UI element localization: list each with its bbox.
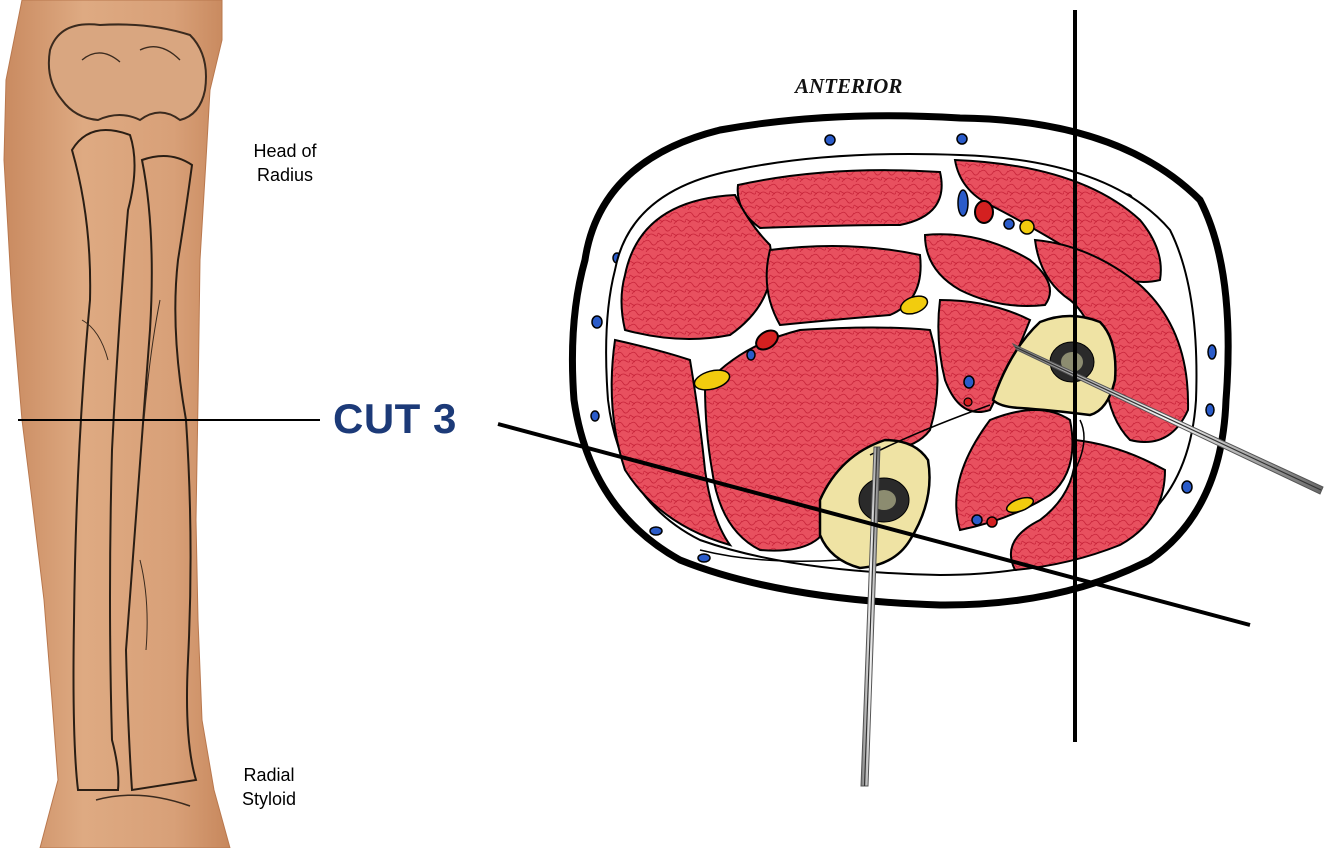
radial-styloid-label: Radial Styloid	[214, 763, 324, 811]
vein-icon	[1206, 404, 1214, 416]
vein-icon	[650, 527, 662, 535]
vein-icon	[1004, 219, 1014, 229]
radial-styloid-text: Radial Styloid	[242, 765, 296, 809]
head-of-radius-label: Head of Radius	[230, 139, 340, 187]
vein-icon	[964, 376, 974, 388]
vein-icon	[958, 190, 968, 216]
vein-icon	[825, 135, 835, 145]
vein-icon	[972, 515, 982, 525]
cut-label: CUT 3	[333, 395, 457, 443]
vein-icon	[1208, 345, 1216, 359]
artery-icon	[975, 201, 993, 223]
vein-icon	[957, 134, 967, 144]
humerus-distal	[49, 24, 206, 120]
artery-icon	[987, 517, 997, 527]
forearm-illustration	[4, 0, 230, 848]
muscle-flexor-anterior	[738, 170, 942, 228]
anterior-label: ANTERIOR	[795, 74, 902, 99]
nerve-icon	[1020, 220, 1034, 234]
forearm-skin	[4, 0, 230, 848]
vein-icon	[698, 554, 710, 562]
vein-icon	[591, 411, 599, 421]
vein-icon	[592, 316, 602, 328]
vein-icon	[1182, 481, 1192, 493]
artery-icon	[964, 398, 972, 406]
head-of-radius-text: Head of Radius	[253, 141, 316, 185]
vein-icon	[747, 350, 755, 360]
